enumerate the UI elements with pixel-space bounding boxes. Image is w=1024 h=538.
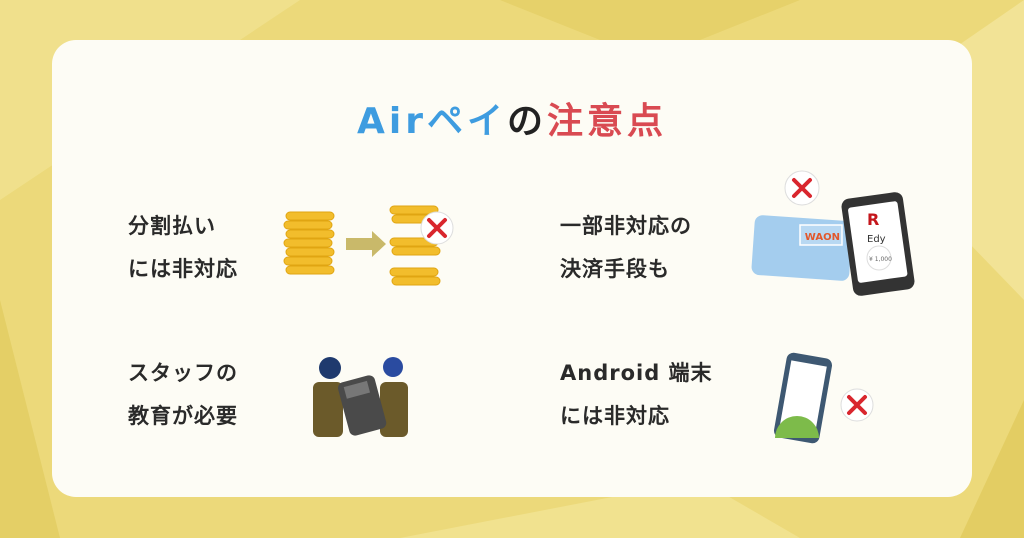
android-phone-illustration bbox=[773, 352, 874, 444]
item-text: には非対応 bbox=[560, 404, 670, 428]
page-title: Airペイの注意点 bbox=[0, 92, 1024, 144]
item-text: スタッフの bbox=[128, 361, 238, 385]
item-android: Android 端末 には非対応 bbox=[560, 352, 713, 438]
staff-illustration bbox=[313, 357, 408, 437]
item-text: 決済手段も bbox=[560, 257, 670, 281]
arrow-icon bbox=[346, 231, 386, 257]
amount-label: ¥ 1,000 bbox=[869, 256, 892, 263]
cross-icon bbox=[784, 170, 820, 206]
item-text: 分割払い bbox=[128, 214, 216, 238]
title-no: の bbox=[506, 101, 547, 142]
item-text: Android 端末 bbox=[560, 361, 713, 385]
item-installment: 分割払い には非対応 bbox=[128, 205, 238, 291]
title-airpay: Airペイ bbox=[357, 101, 507, 142]
waon-label: WAON bbox=[805, 232, 840, 243]
title-caution: 注意点 bbox=[546, 101, 667, 142]
coins-illustration bbox=[283, 205, 454, 286]
edy-label: Edy bbox=[867, 234, 886, 245]
item-text: 一部非対応の bbox=[560, 214, 692, 238]
cross-icon bbox=[840, 388, 874, 422]
item-payment-methods: 一部非対応の 決済手段も bbox=[560, 205, 692, 291]
rakuten-logo: R bbox=[867, 210, 879, 229]
android-icon bbox=[775, 416, 819, 438]
item-text: には非対応 bbox=[128, 257, 238, 281]
item-text: 教育が必要 bbox=[128, 404, 238, 428]
cross-icon bbox=[420, 211, 454, 245]
item-staff-training: スタッフの 教育が必要 bbox=[128, 352, 238, 438]
card-phone-illustration: WAON R Edy ¥ 1,000 bbox=[751, 170, 915, 296]
